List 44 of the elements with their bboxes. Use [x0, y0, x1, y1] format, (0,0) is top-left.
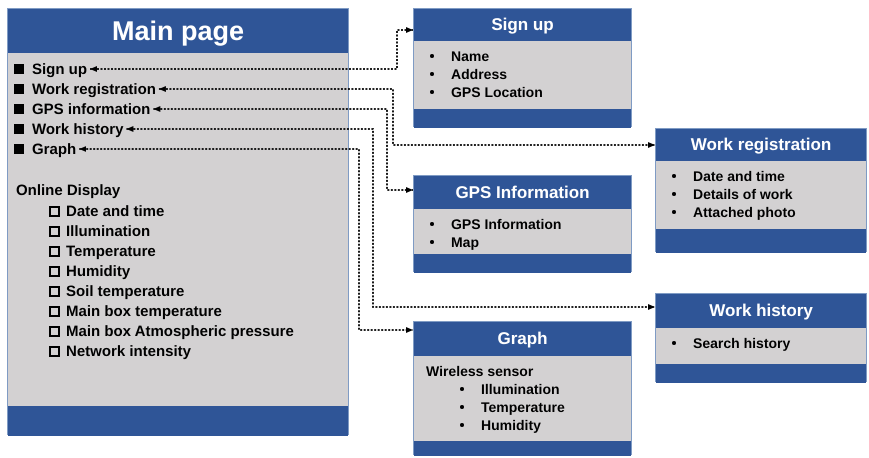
dotted-arrow [126, 126, 655, 310]
menu-item: Work registration [32, 82, 156, 96]
list-heading: Wireless sensor [426, 362, 534, 380]
menu-item: GPS information [32, 102, 150, 116]
window-box [7, 8, 349, 435]
list-item: Humidity [66, 264, 130, 278]
dotted-arrow [153, 106, 413, 193]
window-box [655, 128, 867, 252]
list-item: Illumination [481, 382, 560, 396]
list-item: Main box Atmospheric pressure [66, 324, 294, 338]
window-box [655, 293, 867, 382]
list-item: Address [451, 67, 508, 81]
menu-item: Graph [32, 142, 76, 156]
box-title: Graph [414, 322, 631, 356]
list-item: Temperature [481, 400, 565, 414]
dotted-arrow [90, 27, 413, 72]
menu-item: Sign up [32, 62, 87, 76]
list-item: Name [451, 49, 490, 63]
list-item: GPS Information [451, 217, 562, 231]
window-box [413, 175, 632, 272]
list-item: Search history [693, 336, 790, 350]
list-item: Illumination [66, 224, 150, 238]
list-item: Humidity [481, 418, 541, 432]
list-item: Date and time [66, 204, 164, 218]
box-title: Work registration [656, 129, 866, 161]
list-item: Date and time [693, 169, 785, 183]
box-title: GPS Information [414, 176, 631, 209]
box-title: Work history [656, 294, 866, 328]
list-item: Details of work [693, 187, 793, 201]
box-title: Main page [8, 9, 348, 53]
list-item: Main box temperature [66, 304, 222, 318]
menu-item: Work history [32, 122, 124, 136]
list-item: Temperature [66, 244, 156, 258]
list-item: Network intensity [66, 344, 192, 358]
section-heading: Online Display [16, 181, 122, 201]
dotted-arrow [158, 86, 655, 148]
window-box [413, 8, 632, 127]
list-item: Attached photo [693, 205, 796, 219]
window-box [413, 321, 632, 455]
dotted-arrow [79, 146, 413, 333]
list-item: GPS Location [451, 85, 543, 99]
box-title: Sign up [414, 9, 631, 41]
list-item: Soil temperature [66, 284, 184, 298]
list-item: Map [451, 235, 479, 249]
